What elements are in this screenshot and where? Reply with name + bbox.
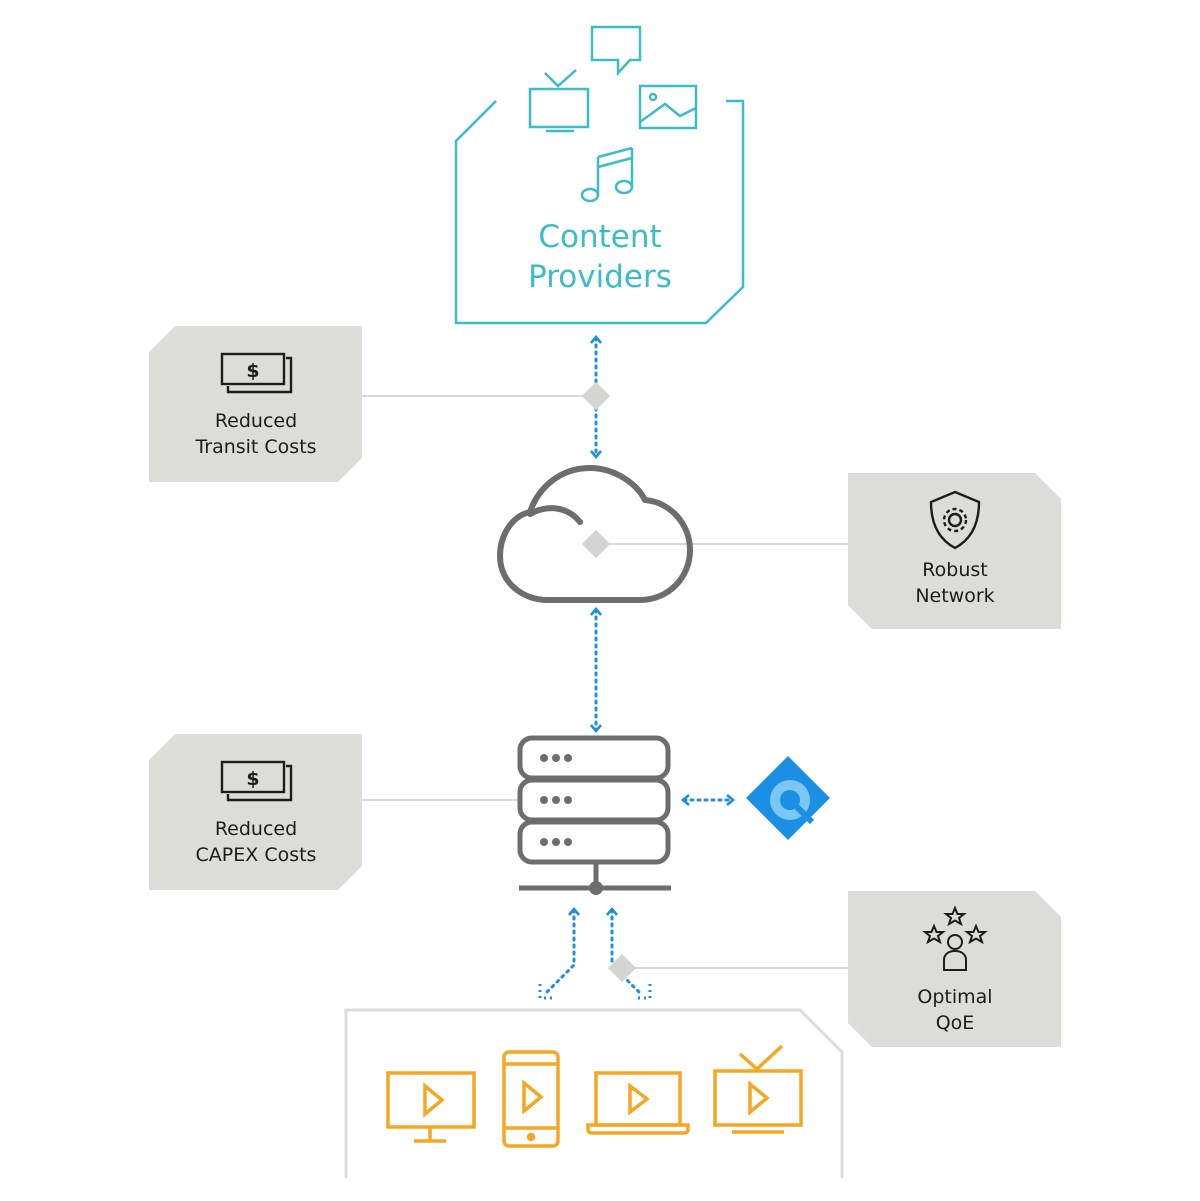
benefit-robust-network: Robust Network [848,473,1061,629]
money-icon: $ [220,352,293,394]
content-providers-frame [454,99,745,325]
benefit-reduced-capex-costs: $ Reduced CAPEX Costs [149,734,362,890]
network-label-line1: Robust [922,559,987,581]
user-stars-icon [922,905,988,971]
content-providers-title-line2: Providers [528,259,672,295]
shield-gear-icon [929,490,981,550]
monitor-play-icon [386,1071,476,1143]
devices-panel [344,1008,844,1178]
connector-lines [362,395,848,969]
server-stack-icon [517,735,671,895]
content-providers-title-line1: Content [538,219,661,255]
tv-icon [528,69,590,133]
transit-label-line2: Transit Costs [194,436,316,458]
music-icon [580,146,634,203]
phone-play-icon [502,1050,560,1148]
svg-text:$: $ [246,768,259,790]
svg-text:$: $ [246,360,259,382]
capex-label-line2: CAPEX Costs [196,844,317,866]
capex-label-line1: Reduced [215,818,297,840]
qoe-label-line2: QoE [936,1012,975,1034]
cloud-icon [497,465,693,603]
money-icon: $ [220,760,293,802]
device-arrowheads [538,984,652,1000]
image-icon [638,84,698,130]
arrow-server-devices-right [606,906,644,997]
tv-play-icon [713,1044,803,1134]
qoe-label-line1: Optimal [917,986,992,1008]
benefit-reduced-transit-costs: $ Reduced Transit Costs [149,326,362,482]
transit-label-line1: Reduced [215,410,297,432]
content-providers-panel: Content Providers [454,25,745,325]
cache-logo-icon[interactable] [746,756,830,840]
arrow-server-devices-left [542,906,580,997]
benefit-optimal-qoe: Optimal QoE [848,891,1061,1047]
data-flow-arrows [542,334,736,997]
network-label-line2: Network [915,585,994,607]
laptop-play-icon [586,1071,690,1135]
chat-icon [590,25,642,77]
